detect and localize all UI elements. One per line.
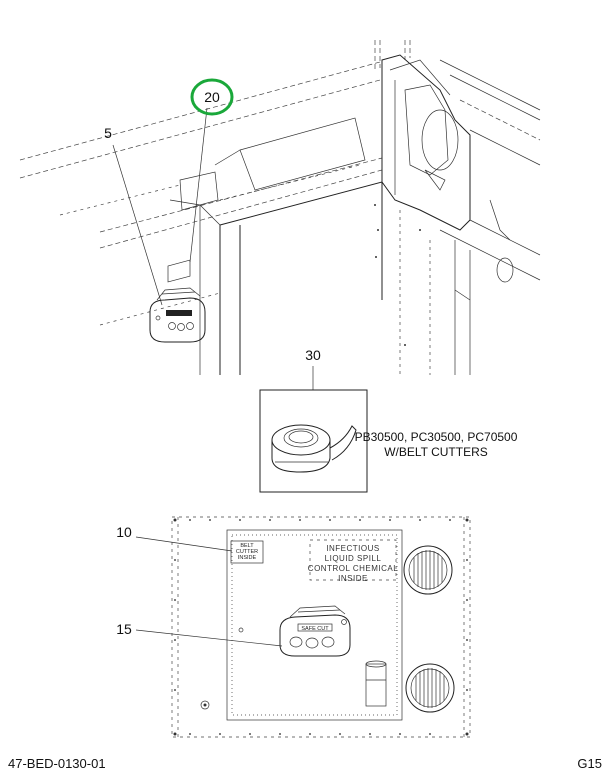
callout-20: 20 xyxy=(204,89,220,105)
document-id: 47-BED-0130-01 xyxy=(8,756,106,771)
decal-infectious-line4: INSIDE xyxy=(338,574,368,583)
callout-15: 15 xyxy=(116,621,132,637)
decal-infectious-line2: LIQUID SPILL xyxy=(325,554,382,563)
upper-vent xyxy=(403,545,453,595)
holder-label-plate xyxy=(166,310,192,316)
callout-10: 10 xyxy=(116,524,132,540)
tape-roll xyxy=(271,424,357,473)
callout-20-highlight-ring xyxy=(190,78,234,116)
safe-cut-label: SAFE CUT xyxy=(301,626,329,632)
callout-30: 30 xyxy=(305,347,321,363)
decal-infectious-line1: INFECTIOUS xyxy=(326,544,379,553)
decal-infectious-line3: CONTROL CHEMICAL xyxy=(308,564,398,573)
item-20-decal: 20 xyxy=(167,78,234,283)
item-30-detail: 30 PB30500, PC30500, PC70500 W/BELT CUTT… xyxy=(259,347,518,493)
detail-note-line1: PB30500, PC30500, PC70500 xyxy=(355,430,518,444)
inner-door-panel xyxy=(226,529,403,721)
decal-belt-cutter-inside: BELT CUTTER INSIDE xyxy=(230,540,264,564)
callout-5: 5 xyxy=(104,125,112,141)
detail-box-30 xyxy=(259,389,368,493)
item-5-belt-cutter-holder: 5 xyxy=(104,125,206,343)
page-id: G15 xyxy=(577,756,602,771)
safe-cut-tool: SAFE CUT xyxy=(279,605,351,657)
lower-vent xyxy=(405,663,455,713)
decal-belt-line3: INSIDE xyxy=(238,555,257,561)
decal-belt-line1: BELT xyxy=(240,543,254,549)
cab-interior-view xyxy=(19,40,541,375)
panel-outer-border xyxy=(171,516,471,738)
bottom-panel-view: BELT CUTTER INSIDE INFECTIOUS LIQUID SPI… xyxy=(116,516,471,738)
detail-note-line2: W/BELT CUTTERS xyxy=(384,445,488,459)
latch-cylinder xyxy=(365,660,387,707)
decal-infectious-spill: INFECTIOUS LIQUID SPILL CONTROL CHEMICAL… xyxy=(308,539,398,583)
decal-belt-line2: CUTTER xyxy=(236,549,258,555)
